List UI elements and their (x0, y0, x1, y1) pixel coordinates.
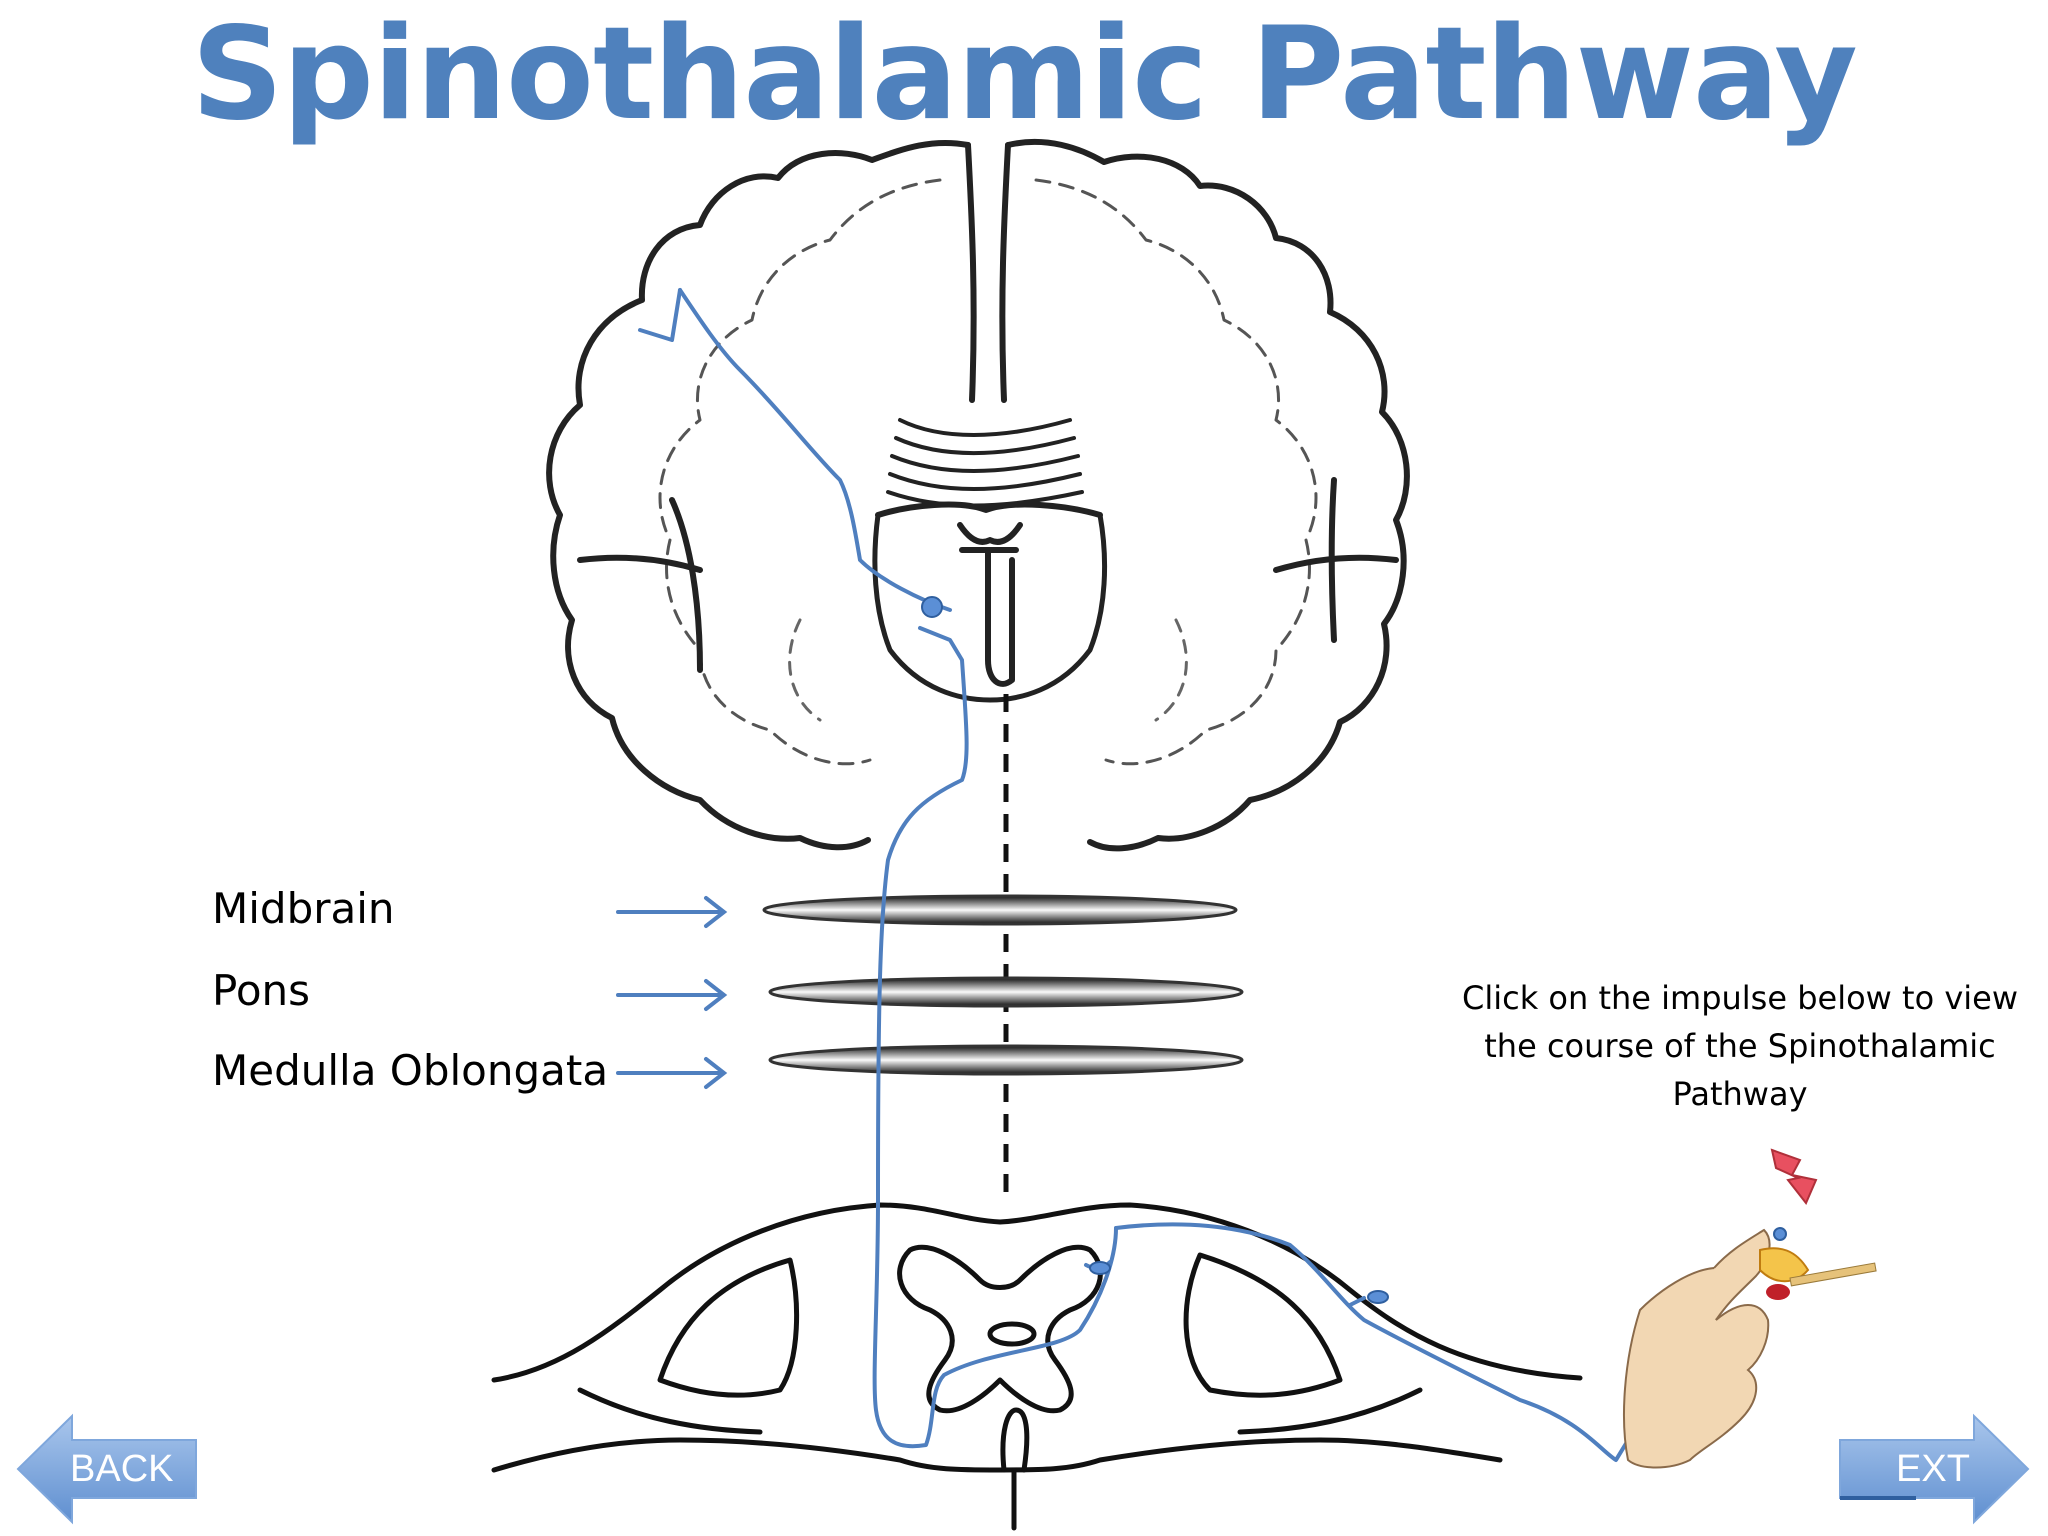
level-arrows (616, 896, 728, 1089)
back-button-label: BACK (70, 1448, 174, 1490)
impulse-button[interactable] (1760, 1140, 1830, 1220)
back-button[interactable]: BACK (14, 1412, 200, 1526)
next-arrow-icon (1839, 1413, 2030, 1525)
page-title: Spinothalamic Pathway (191, 0, 1858, 149)
hand-stimulus-illustration (1623, 1148, 1877, 1469)
next-button[interactable]: EXT (1836, 1412, 2032, 1526)
pathway-trace (638, 288, 1762, 1462)
next-button-label: EXT (1896, 1448, 1970, 1490)
pons-label: Pons (212, 966, 311, 1015)
brainstem-levels (762, 894, 1244, 1076)
instruction-line-2: the course of the Spinothalamic (1484, 1027, 1996, 1065)
medulla-oblongata-label: Medulla Oblongata (212, 1046, 609, 1095)
pathway-nodes (921, 596, 1787, 1304)
brain-section (546, 138, 1410, 852)
back-arrow-icon (16, 1413, 197, 1525)
spinal-cord-section (491, 1202, 1583, 1531)
midbrain-label: Midbrain (212, 884, 395, 933)
instruction-line-1: Click on the impulse below to view (1461, 979, 2018, 1017)
impulse-instruction: Click on the impulse below to view the c… (1440, 974, 2040, 1118)
instruction-line-3: Pathway (1672, 1075, 1808, 1113)
